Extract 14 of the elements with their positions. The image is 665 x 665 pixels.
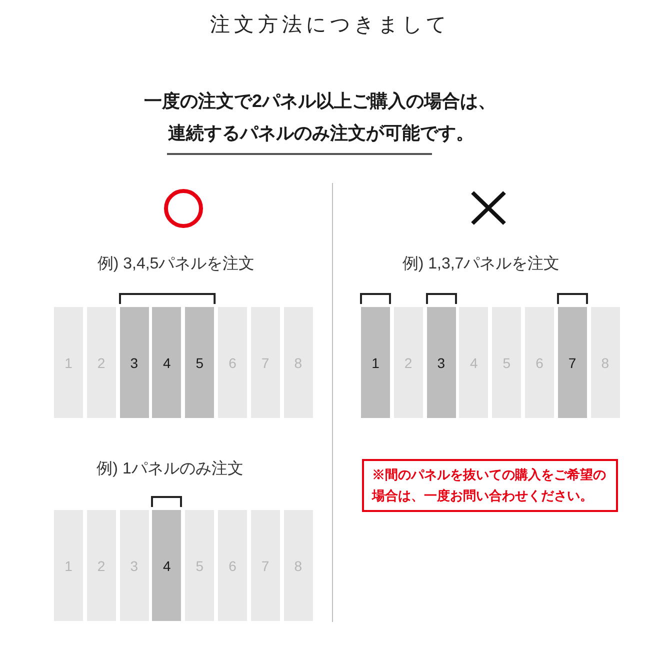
subtitle: 連続するパネルのみ注文が可能です。 [168,123,474,145]
panel: 1 [361,307,390,418]
panel: 4 [152,307,182,418]
note-box: ※間のパネルを抜いての購入をご希望の場合は、一度お問い合わせください。 [362,459,618,512]
panel: 3 [120,307,149,418]
panel: 5 [185,307,214,418]
panel: 3 [426,307,456,418]
subtitle: 一度の注文で2パネル以上ご購入の場合は、 [144,91,496,113]
example-caption: 例) 1パネルのみ注文 [96,459,244,479]
panel: 4 [152,510,182,621]
example-caption: 例) 3,4,5パネルを注文 [97,254,255,274]
title: 注文方法につきまして [210,13,450,37]
example-caption: 例) 1,3,7パネルを注文 [402,254,560,274]
panel: 7 [558,307,587,418]
